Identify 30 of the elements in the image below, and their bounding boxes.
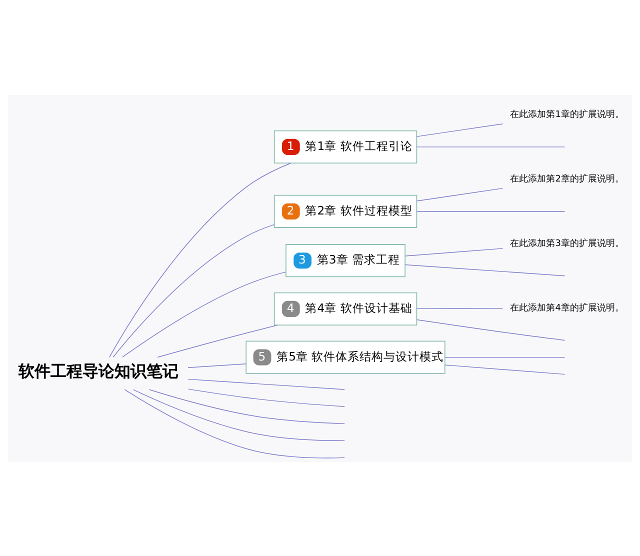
connector [416,318,566,340]
connector [404,264,566,276]
connector [444,356,566,358]
connector [416,307,504,309]
node-box: 3 第3章 需求工程 [286,244,406,277]
node-text: 软件工程导论知识笔记 [18,360,179,380]
node-text: 在此添加第2章的扩展说明。 [510,174,624,184]
connector [444,364,566,374]
node-box: 4 第4章 软件设计基础 [274,292,418,326]
connector [132,388,345,440]
connector [188,378,345,390]
connector [122,271,286,358]
node-box: 1 第1章 软件工程引论 [274,130,418,163]
connector [188,388,345,406]
connector [416,210,566,212]
node-text: 在此添加第1章的扩展说明。 [510,109,624,120]
node-text: 在此添加第4章的扩展说明。 [510,302,624,313]
connector [416,146,566,147]
connector [148,388,345,424]
node-box: 5 第5章 软件体系结构与设计模式 [246,340,446,374]
node-box: 2 第2章 软件过程模型 [274,194,418,228]
connector [188,362,246,368]
connector [157,324,278,358]
connector [124,388,345,458]
connector [404,248,504,256]
connector [416,123,504,136]
connector [109,162,292,358]
connector [112,224,275,357]
connector [416,187,504,201]
node-text: 在此添加第3章的扩展说明。 [510,238,624,248]
